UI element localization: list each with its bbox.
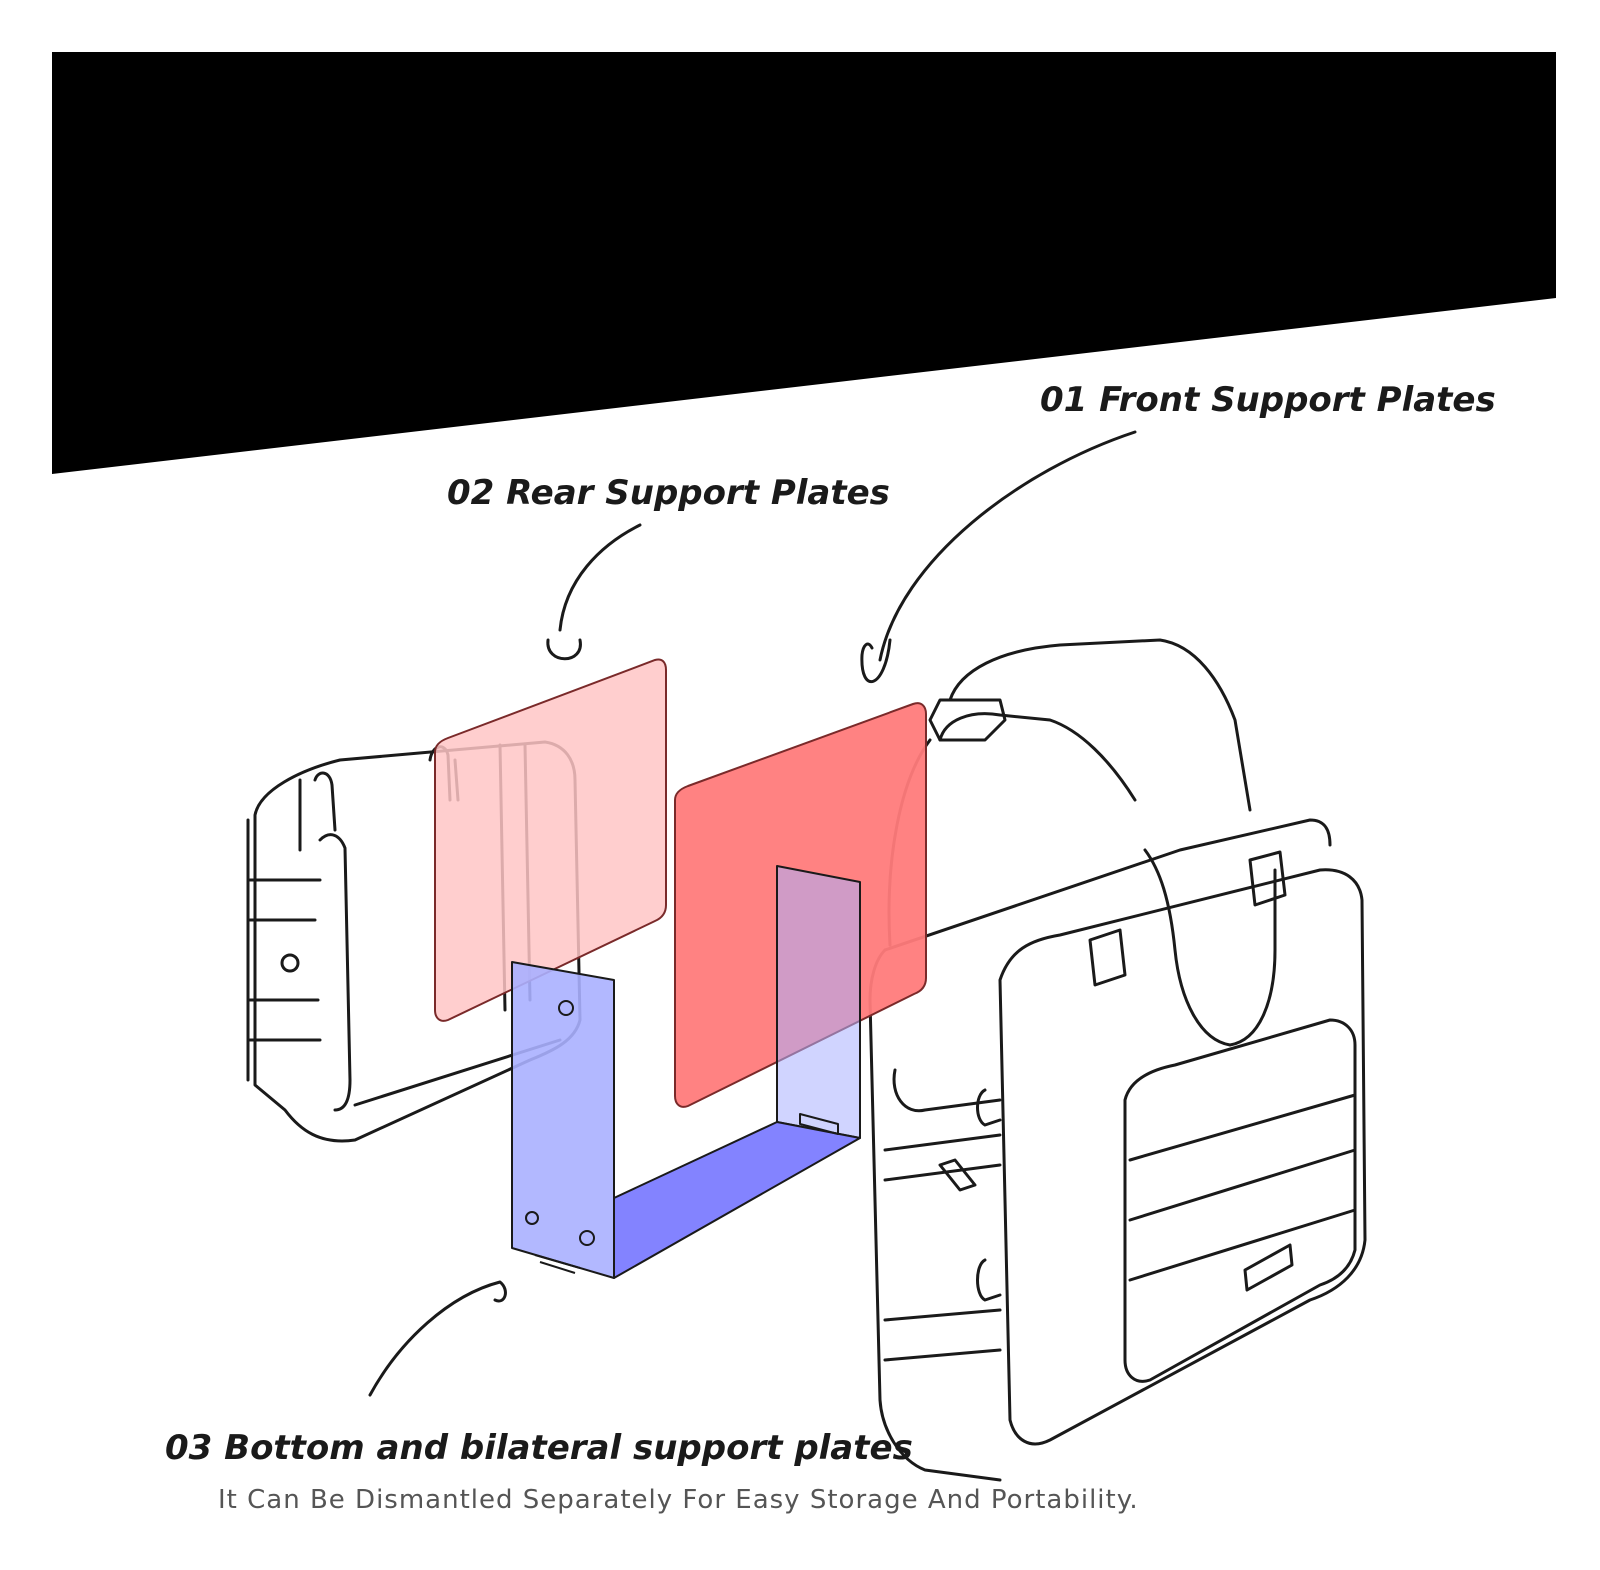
- rear-support-plate: [434, 658, 667, 1022]
- black-banner: [52, 52, 1556, 474]
- u-plate-right-side: [776, 865, 861, 1139]
- caption-text: It Can Be Dismantled Separately For Easy…: [218, 1485, 1139, 1515]
- leader-line-rear: [558, 523, 642, 632]
- right-bag-sketch: [868, 638, 1367, 1482]
- u-plate-bottom: [613, 1121, 861, 1279]
- leader-line-front-hook: [860, 638, 892, 684]
- leader-line-front: [878, 430, 1137, 662]
- leader-line-bottom: [368, 1280, 507, 1397]
- u-plate-left-side: [511, 961, 615, 1279]
- leader-line-rear-hook: [546, 638, 582, 661]
- front-support-plates-label: 01 Front Support Plates: [1040, 380, 1496, 420]
- bottom-bilateral-support-plates-label: 03 Bottom and bilateral support plates: [165, 1428, 913, 1468]
- bottom-bilateral-support-plate: [511, 865, 861, 1279]
- rear-support-plates-label: 02 Rear Support Plates: [447, 473, 890, 513]
